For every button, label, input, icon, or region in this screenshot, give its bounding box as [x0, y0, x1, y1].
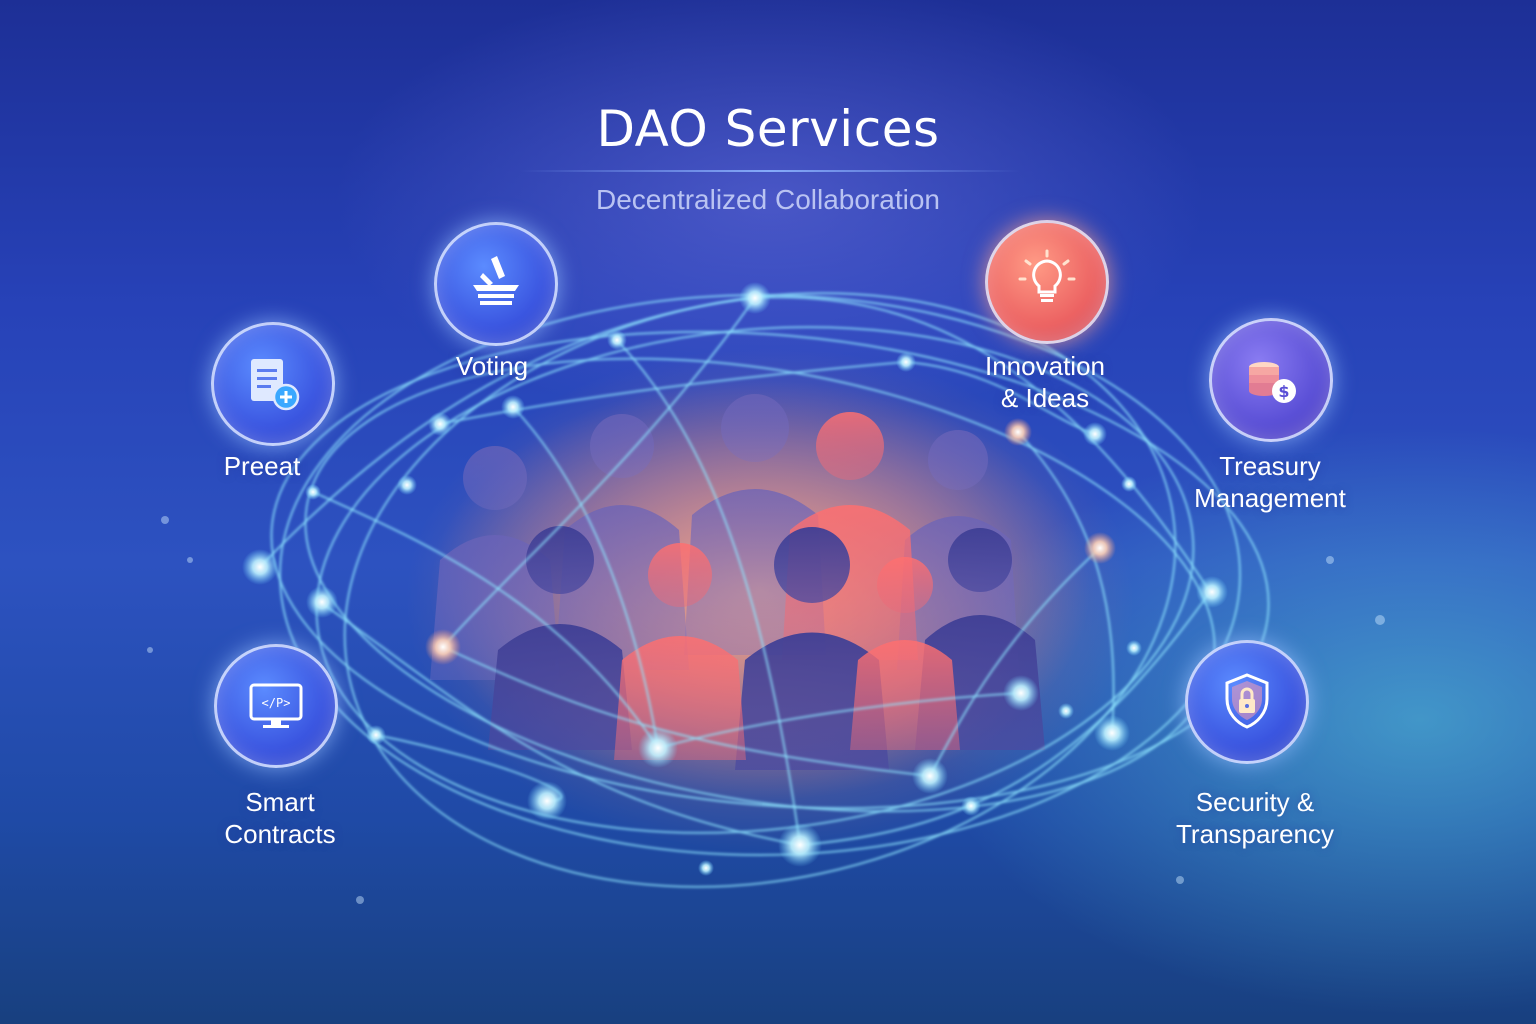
treasury-label-line1: Treasury: [1219, 451, 1321, 481]
svg-text:</P>: </P>: [262, 696, 291, 710]
svg-text:$: $: [1278, 382, 1289, 401]
ballot-box-icon: [473, 256, 519, 305]
innovation-label-line2: & Ideas: [1000, 383, 1090, 413]
smart-contracts-label-line1: Smart: [245, 787, 315, 817]
security-label-line1: Security &: [1195, 787, 1315, 817]
smart-contracts-label-line2: Contracts: [224, 819, 336, 849]
lightbulb-icon: [1018, 249, 1076, 302]
page-subtitle: Decentralized Collaboration: [596, 184, 940, 215]
security-service-icon-circle[interactable]: [1185, 640, 1309, 764]
proposal-service-icon-circle[interactable]: [211, 322, 335, 446]
code-monitor-icon: </P>: [249, 683, 303, 728]
title-divider: [520, 170, 1020, 172]
coins-dollar-icon: $: [1249, 362, 1296, 403]
voting-service-label: Voting: [455, 351, 529, 381]
innovation-service-icon-circle[interactable]: [985, 220, 1109, 344]
treasury-service-icon-circle[interactable]: $: [1209, 318, 1333, 442]
security-label-line2: Transparency: [1176, 819, 1334, 849]
treasury-label-line2: Management: [1194, 483, 1346, 513]
smart-contracts-service-label: Smart Contracts: [200, 786, 360, 850]
network-nodes: [242, 282, 1228, 876]
page-title: DAO Services: [596, 100, 940, 158]
security-service-label: Security & Transparency: [1150, 786, 1360, 850]
shield-lock-icon: [1225, 673, 1269, 729]
innovation-service-label: Innovation & Ideas: [960, 350, 1130, 414]
treasury-service-label: Treasury Management: [1170, 450, 1370, 514]
proposal-service-label: Preeat: [223, 451, 301, 481]
voting-service-icon-circle[interactable]: [434, 222, 558, 346]
innovation-label-line1: Innovation: [985, 351, 1105, 381]
smart-contracts-service-icon-circle[interactable]: </P>: [214, 644, 338, 768]
document-plus-icon: [251, 359, 300, 411]
